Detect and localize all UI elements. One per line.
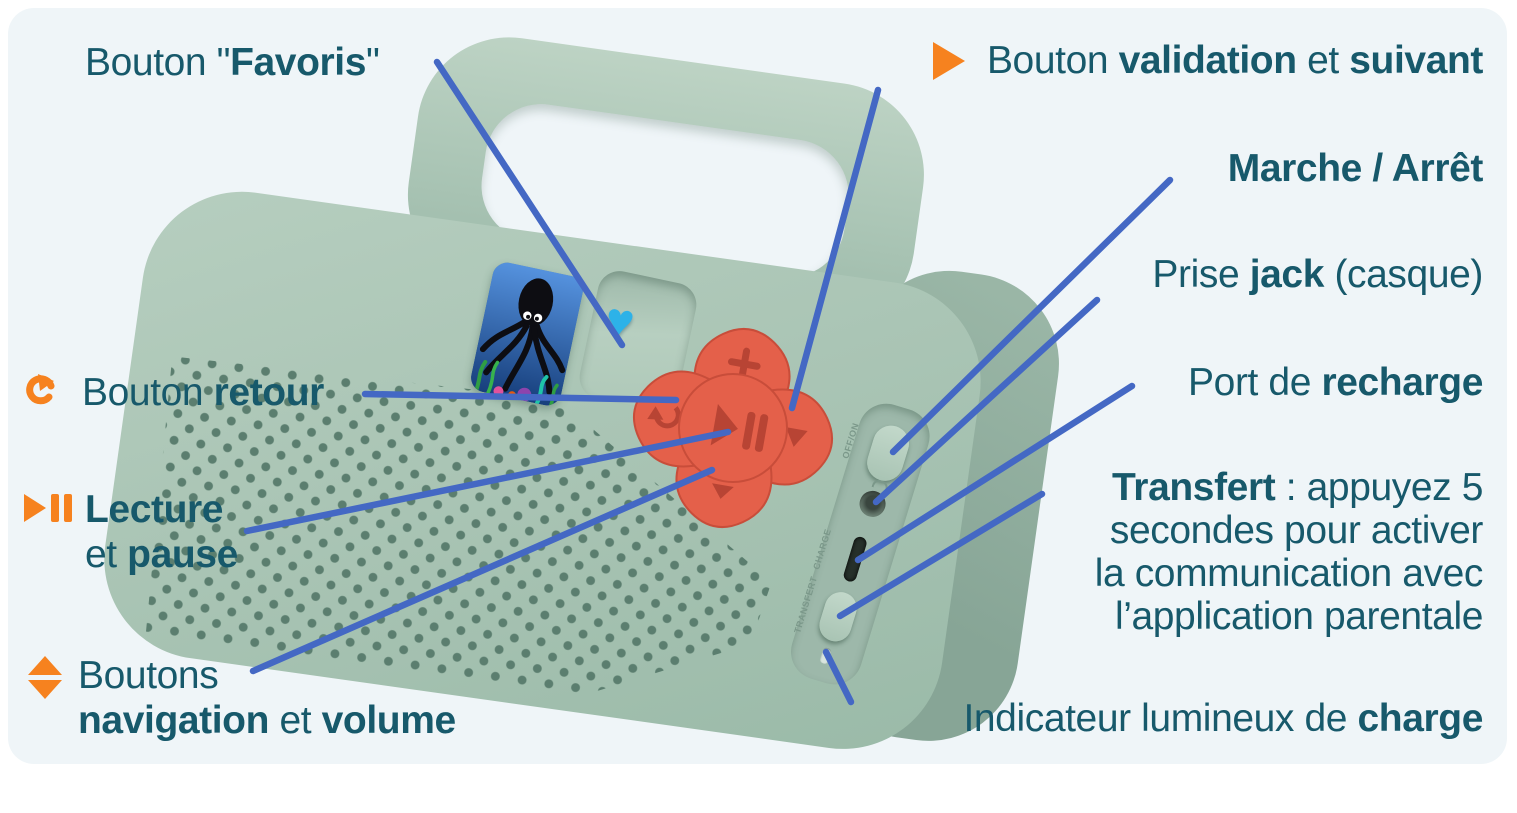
return-arrow-icon — [24, 372, 58, 406]
play-pause-label-icon — [24, 494, 72, 522]
next-icon — [785, 427, 808, 447]
up-down-arrows-icon — [28, 656, 62, 699]
label-marche-arret: Marche / Arrêt — [1227, 147, 1484, 190]
plus-icon — [727, 347, 761, 381]
label-favoris: Bouton "Favoris" — [85, 41, 380, 84]
label-transfert: Transfert : appuyez 5 secondes pour acti… — [1094, 466, 1484, 638]
play-triangle-icon — [932, 41, 965, 80]
label-validation: Bouton validation et suivant — [932, 38, 1483, 83]
label-port-recharge: Port de recharge — [1188, 361, 1483, 404]
label-prise-jack: Prise jack (casque) — [1152, 253, 1483, 296]
label-bouton-retour: Bouton retour — [82, 371, 324, 414]
label-indicateur-charge: Indicateur lumineux de charge — [963, 697, 1483, 740]
